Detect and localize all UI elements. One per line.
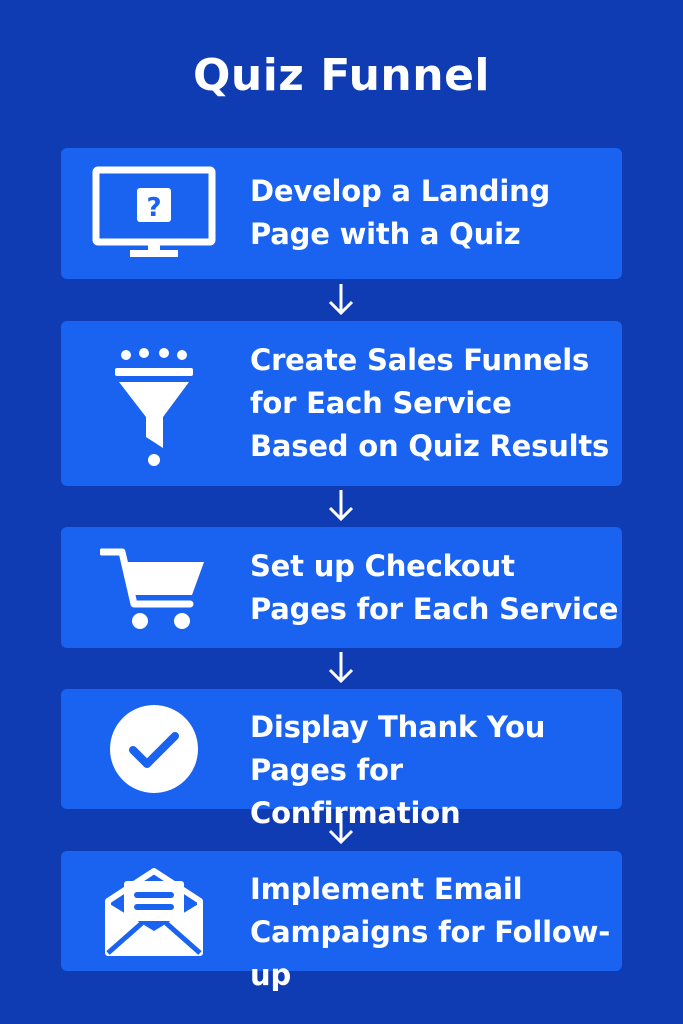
monitor-question-symbol: ?: [146, 193, 161, 223]
arrow-down-icon: [328, 490, 354, 522]
step-label: Implement Email Campaigns for Follow-up: [250, 872, 611, 992]
monitor-question-icon: ?: [89, 148, 219, 279]
checkmark-circle-icon: [89, 689, 219, 809]
step-label: Develop a Landing Page with a Quiz: [250, 174, 551, 251]
step-label: Create Sales Funnels for Each Service Ba…: [250, 343, 610, 463]
step-label: Set up Checkout Pages for Each Service: [250, 549, 619, 626]
step-checkout-pages: Set up Checkout Pages for Each Service: [61, 527, 622, 648]
step-email-campaigns: Implement Email Campaigns for Follow-up: [61, 851, 622, 992]
arrow-down-icon: [328, 813, 354, 845]
shopping-cart-icon: [89, 527, 219, 648]
arrow-down-icon: [328, 652, 354, 684]
step-sales-funnels: Create Sales Funnels for Each Service Ba…: [61, 321, 622, 486]
step-label: Display Thank You Pages for Confirmation: [250, 710, 546, 830]
step-landing-page: ? Develop a Landing Page with a Quiz: [61, 148, 622, 279]
funnel-icon: [89, 321, 219, 486]
email-envelope-icon: [89, 851, 219, 971]
step-thank-you-pages: Display Thank You Pages for Confirmation: [61, 689, 622, 830]
page-title: Quiz Funnel: [193, 50, 490, 101]
arrow-down-icon: [328, 284, 354, 316]
